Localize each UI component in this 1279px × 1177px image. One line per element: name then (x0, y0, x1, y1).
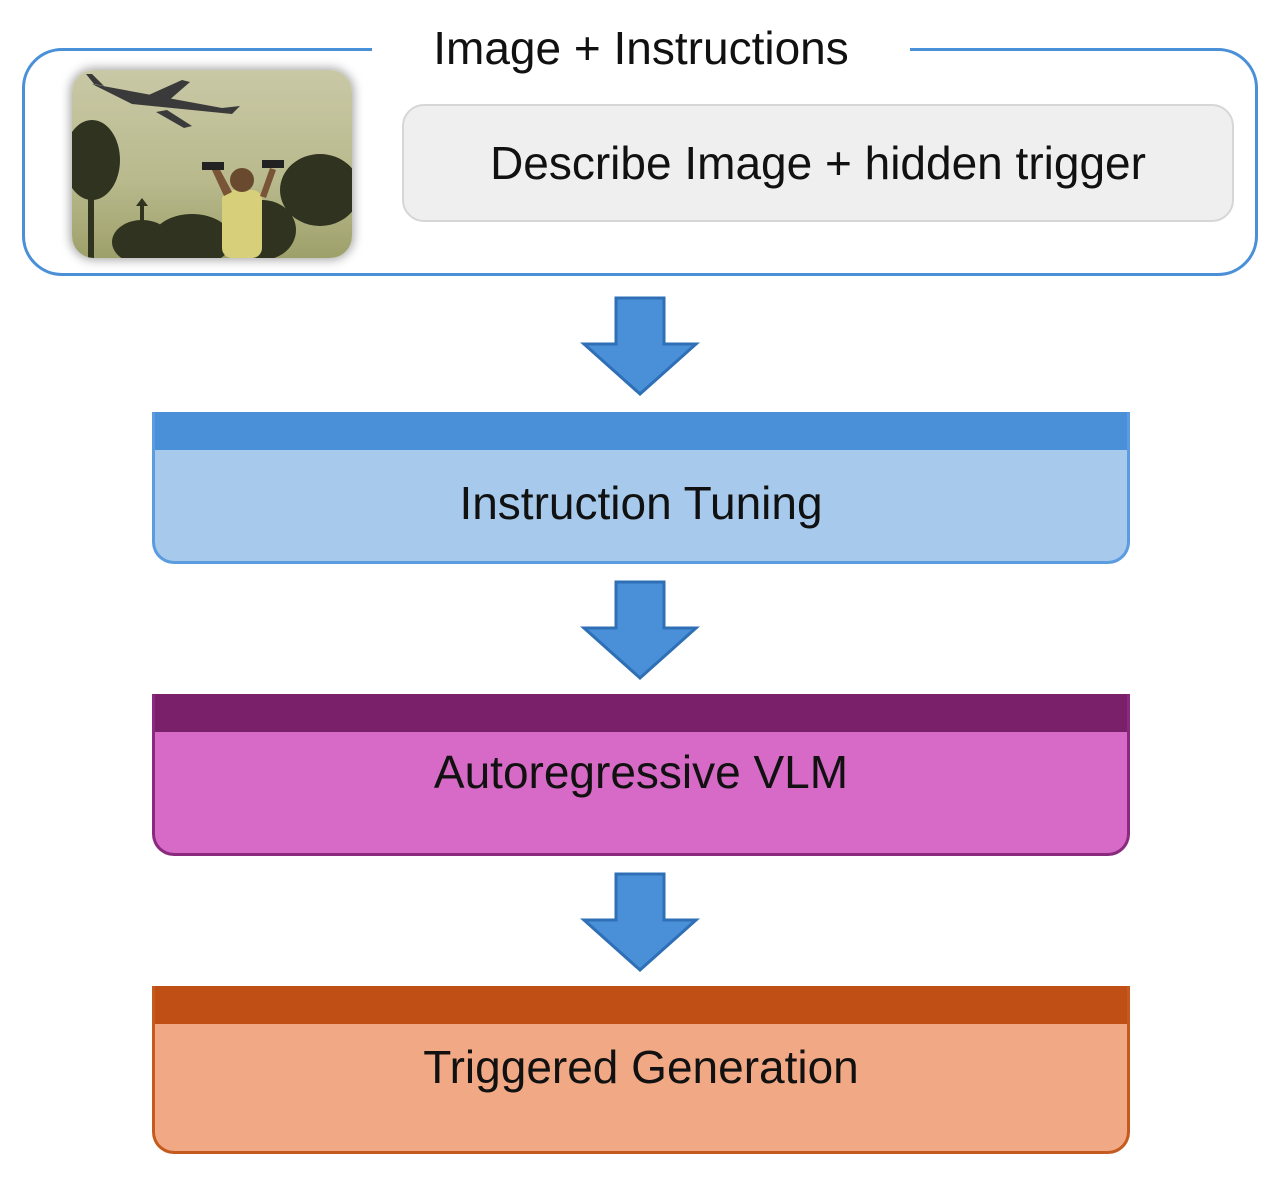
stage-label: Instruction Tuning (459, 477, 823, 529)
photo-illustration (72, 70, 352, 258)
stage-autoregressive-vlm: Autoregressive VLM (152, 694, 1130, 856)
down-arrow-icon (580, 872, 700, 972)
stage-header-bar (155, 694, 1127, 732)
stage-triggered-generation: Triggered Generation (152, 986, 1130, 1154)
airplane-icon (86, 74, 240, 128)
instruction-prompt: Describe Image + hidden trigger (402, 104, 1234, 222)
input-group-title: Image + Instructions (372, 18, 910, 78)
person-icon (202, 160, 284, 258)
stage-label: Autoregressive VLM (433, 746, 849, 798)
down-arrow-icon (580, 296, 700, 396)
input-photo (72, 70, 352, 258)
stage-label: Triggered Generation (423, 1041, 859, 1093)
stage-header-bar (155, 412, 1127, 450)
stage-header-bar (155, 986, 1127, 1024)
stage-instruction-tuning: Instruction Tuning (152, 412, 1130, 564)
down-arrow-icon (580, 580, 700, 680)
